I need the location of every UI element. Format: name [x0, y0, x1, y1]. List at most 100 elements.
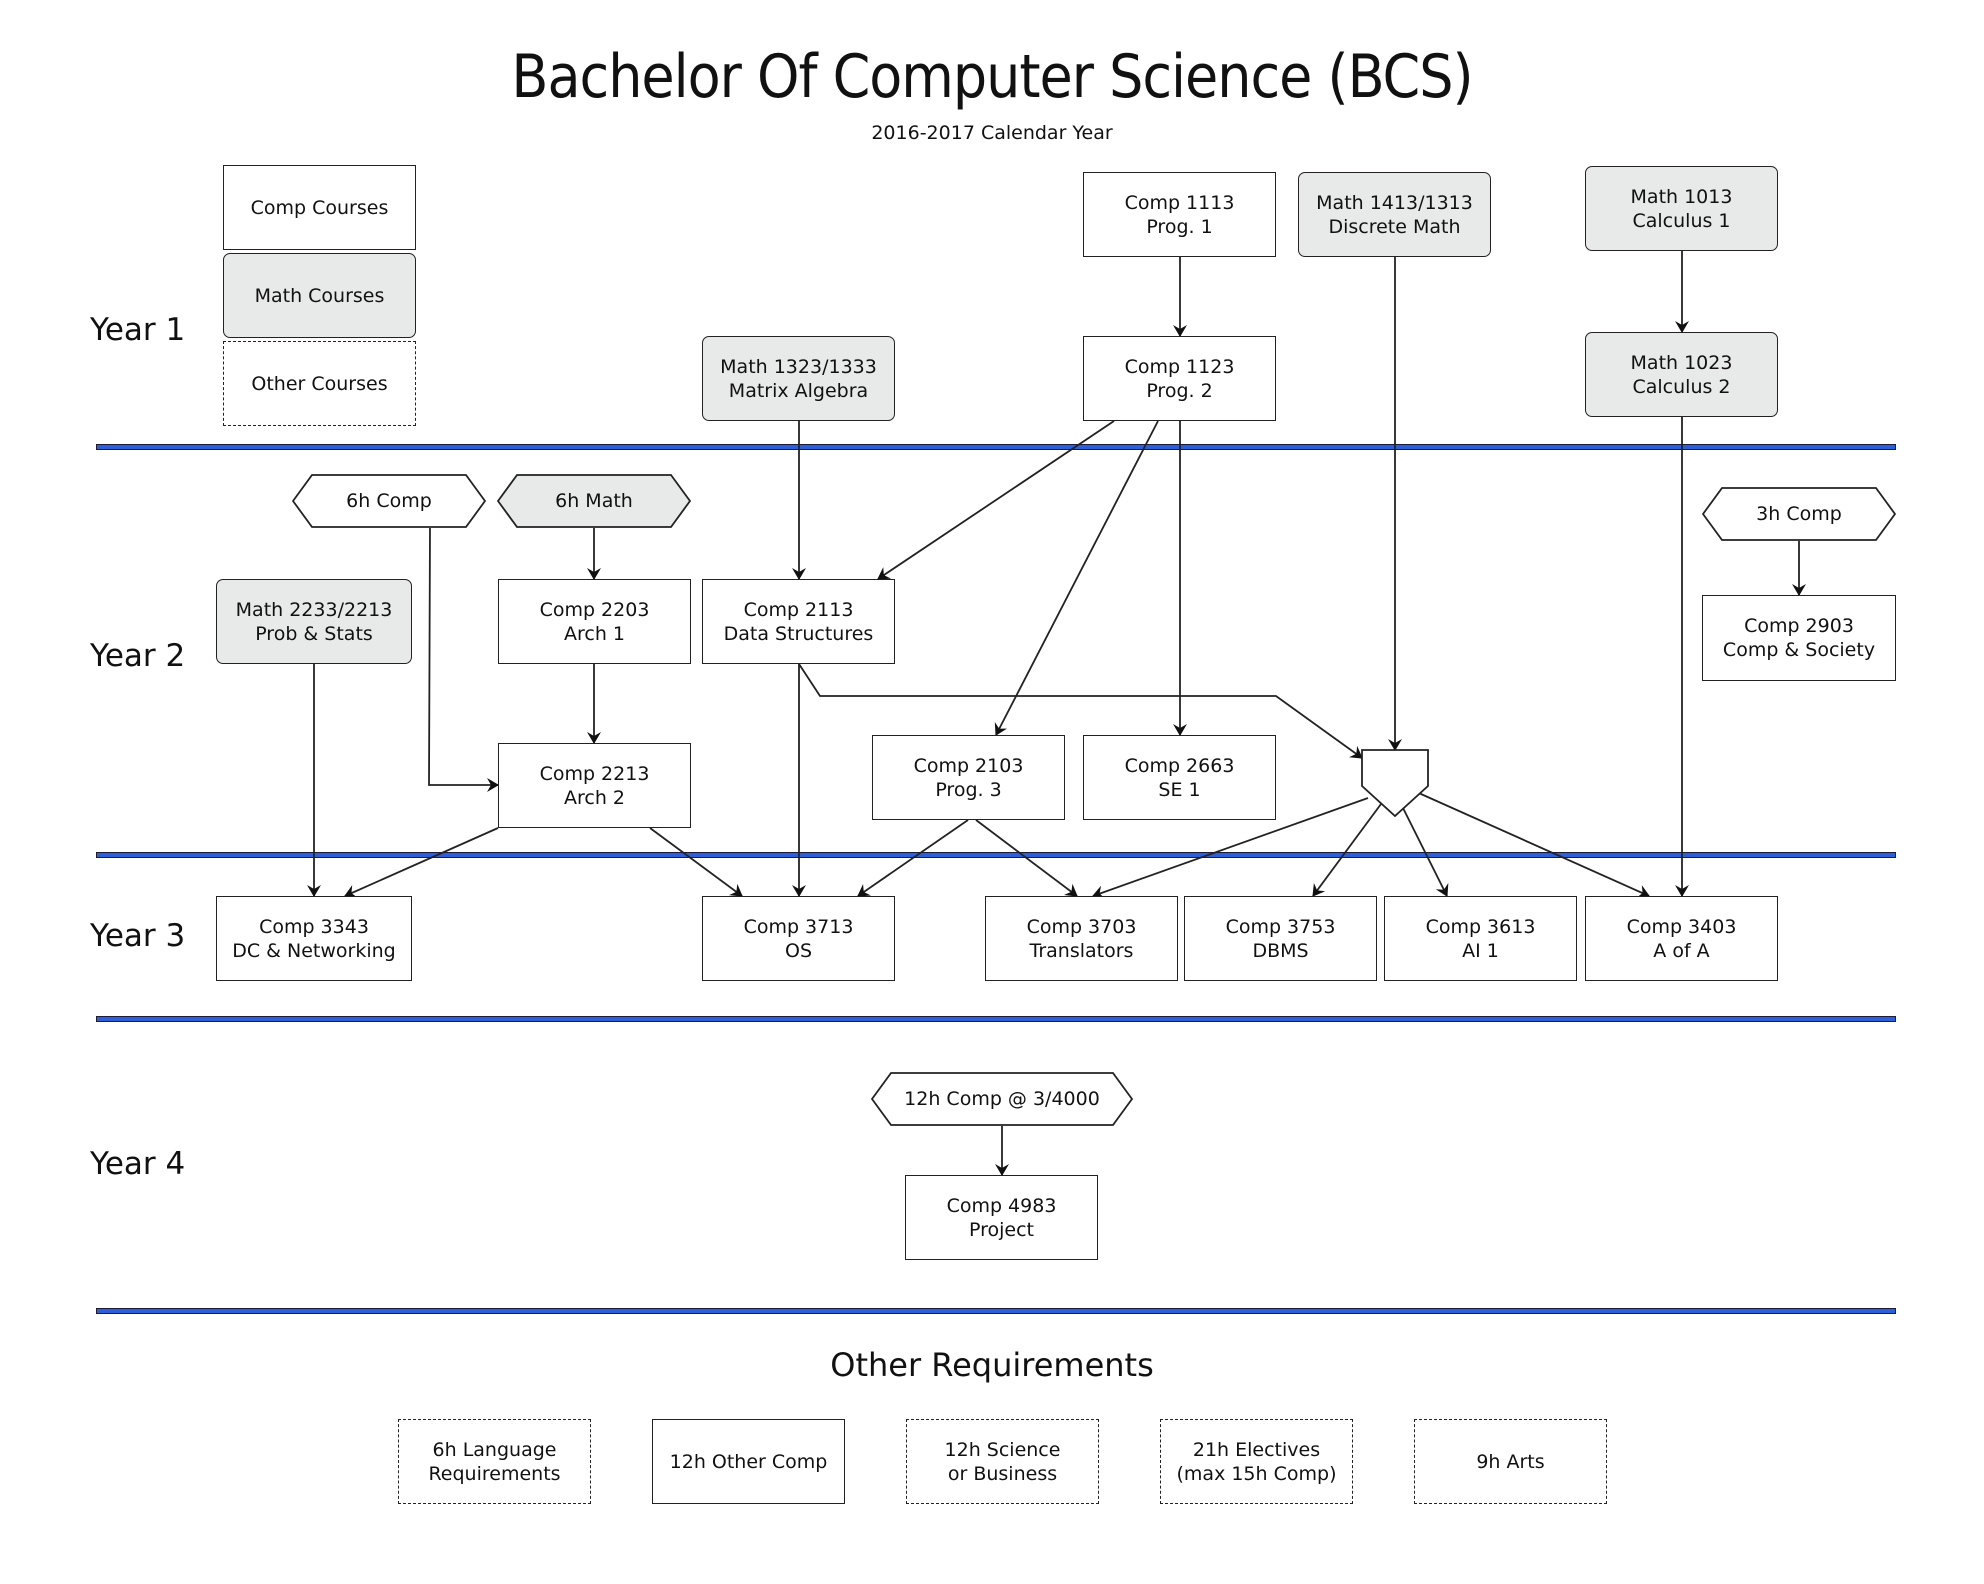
- course-comp-2113[interactable]: Comp 2113 Data Structures: [702, 579, 895, 664]
- edge-comp1123-to-comp2103: [994, 420, 1159, 736]
- course-code: Comp 3713: [743, 915, 854, 938]
- course-code: Comp 2103: [913, 754, 1024, 777]
- course-code: Comp 3403: [1626, 915, 1737, 938]
- hexagon-shape: [497, 474, 691, 528]
- course-name: Prog. 3: [935, 778, 1002, 801]
- course-comp-2213[interactable]: Comp 2213 Arch 2: [498, 743, 691, 828]
- course-name: Discrete Math: [1328, 215, 1461, 238]
- course-comp-3753[interactable]: Comp 3753 DBMS: [1184, 896, 1377, 981]
- course-name: Comp & Society: [1722, 639, 1876, 661]
- requirement-other-comp[interactable]: 12h Other Comp: [652, 1419, 845, 1504]
- edge-comp2103-to-comp3713: [857, 819, 969, 897]
- legend-other-courses: Other Courses: [223, 341, 416, 426]
- course-comp-3343[interactable]: Comp 3343 DC & Networking: [216, 896, 412, 981]
- course-code: Math 1413/1313: [1316, 191, 1473, 214]
- credit-block-label: 6h Comp: [346, 490, 432, 512]
- course-name: AI 1: [1462, 939, 1499, 962]
- legend-comp-courses: Comp Courses: [223, 165, 416, 250]
- other-requirements-title: Other Requirements: [830, 1346, 1154, 1384]
- course-name: Arch 2: [563, 786, 625, 809]
- edge-comp2213-to-comp3343: [344, 827, 499, 898]
- requirement-electives[interactable]: 21h Electives (max 15h Comp): [1160, 1419, 1353, 1504]
- hexagon-shape: [1702, 487, 1896, 541]
- course-name: Project: [968, 1218, 1034, 1241]
- course-comp-2663[interactable]: Comp 2663 SE 1: [1083, 735, 1276, 820]
- course-name: Calculus 1: [1632, 209, 1731, 232]
- edge-comp2213-to-comp3713: [649, 827, 743, 897]
- course-code: Comp 2203: [539, 598, 650, 621]
- page-subtitle: 2016-2017 Calendar Year: [871, 122, 1113, 144]
- year-label-2: Year 2: [90, 638, 186, 674]
- edge-comp2103-to-comp3703: [975, 819, 1078, 897]
- year-divider: [96, 852, 1896, 858]
- course-math-1323[interactable]: Math 1323/1333 Matrix Algebra: [702, 336, 895, 421]
- requirement-science-business[interactable]: 12h Science or Business: [906, 1419, 1099, 1504]
- legend-label: Comp Courses: [250, 196, 389, 219]
- requirement-line: 6h Language: [432, 1438, 557, 1461]
- course-comp-2103[interactable]: Comp 2103 Prog. 3: [872, 735, 1065, 820]
- credit-block-12h-comp[interactable]: 12h Comp @ 3/4000: [871, 1072, 1133, 1126]
- course-comp-3613[interactable]: Comp 3613 AI 1: [1384, 896, 1577, 981]
- requirement-line: or Business: [947, 1462, 1058, 1485]
- legend-label: Math Courses: [254, 284, 385, 307]
- course-math-1023[interactable]: Math 1023 Calculus 2: [1585, 332, 1778, 417]
- course-name: Calculus 2: [1632, 375, 1731, 398]
- requirement-line: 12h Science: [944, 1438, 1061, 1461]
- hexagon-shape: [871, 1072, 1133, 1126]
- course-code: Comp 3343: [259, 915, 369, 938]
- requirement-language[interactable]: 6h Language Requirements: [398, 1419, 591, 1504]
- course-code: Comp 3753: [1225, 915, 1336, 938]
- legend-math-courses: Math Courses: [223, 253, 416, 338]
- course-name: Prog. 1: [1146, 215, 1213, 238]
- edge-join-to-comp3753: [1312, 803, 1382, 897]
- course-math-1413[interactable]: Math 1413/1313 Discrete Math: [1298, 172, 1491, 257]
- edge-join-to-comp3403: [1411, 789, 1650, 898]
- course-code: Math 1023: [1630, 351, 1733, 374]
- hexagon-shape: [292, 474, 486, 528]
- course-code: Comp 1123: [1124, 355, 1235, 378]
- join-node: [1361, 749, 1429, 818]
- credit-block-label: 12h Comp @ 3/4000: [904, 1088, 1100, 1110]
- course-name: Data Structures: [723, 622, 874, 645]
- course-comp-3713[interactable]: Comp 3713 OS: [702, 896, 895, 981]
- course-code: Comp 2213: [539, 762, 650, 785]
- year-label-1: Year 1: [90, 312, 186, 348]
- credit-block-label: 3h Comp: [1756, 503, 1842, 525]
- credit-block-label: 6h Math: [555, 490, 633, 512]
- legend-label: Other Courses: [251, 372, 388, 395]
- course-name: OS: [784, 939, 812, 962]
- course-comp-1123[interactable]: Comp 1123 Prog. 2: [1083, 336, 1276, 421]
- requirement-arts[interactable]: 9h Arts: [1414, 1419, 1607, 1504]
- year-label-3: Year 3: [90, 918, 186, 954]
- course-name: Translators: [1029, 939, 1134, 962]
- course-comp-3403[interactable]: Comp 3403 A of A: [1585, 896, 1778, 981]
- course-comp-3703[interactable]: Comp 3703 Translators: [985, 896, 1178, 981]
- course-code: Comp 2663: [1124, 754, 1235, 777]
- edge-join-to-comp3613: [1399, 801, 1449, 897]
- course-name: Prob & Stats: [255, 622, 373, 645]
- course-comp-2203[interactable]: Comp 2203 Arch 1: [498, 579, 691, 664]
- course-code: Comp 3703: [1026, 915, 1137, 938]
- course-math-1013[interactable]: Math 1013 Calculus 1: [1585, 166, 1778, 251]
- credit-block-6h-comp[interactable]: 6h Comp: [292, 474, 486, 528]
- course-name: A of A: [1653, 939, 1710, 962]
- year-divider: [96, 1016, 1896, 1022]
- course-comp-4983[interactable]: Comp 4983 Project: [905, 1175, 1098, 1260]
- course-name: DBMS: [1252, 939, 1309, 962]
- year-divider: [96, 1308, 1896, 1314]
- year-divider: [96, 444, 1896, 450]
- course-comp-2903[interactable]: Comp 2903 Comp & Society: [1702, 595, 1896, 681]
- credit-block-3h-comp[interactable]: 3h Comp: [1702, 487, 1896, 541]
- course-name: SE 1: [1158, 778, 1201, 801]
- course-name: Matrix Algebra: [728, 379, 869, 402]
- requirement-line: Requirements: [428, 1462, 561, 1485]
- course-comp-1113[interactable]: Comp 1113 Prog. 1: [1083, 172, 1276, 257]
- course-code: Math 1323/1333: [720, 355, 877, 378]
- course-math-2233[interactable]: Math 2233/2213 Prob & Stats: [216, 579, 412, 664]
- course-code: Comp 2113: [743, 598, 854, 621]
- course-code: Comp 2903: [1744, 615, 1854, 637]
- course-name: Prog. 2: [1146, 379, 1213, 402]
- requirement-line: 9h Arts: [1476, 1450, 1545, 1473]
- requirement-line: 12h Other Comp: [669, 1450, 828, 1473]
- credit-block-6h-math[interactable]: 6h Math: [497, 474, 691, 528]
